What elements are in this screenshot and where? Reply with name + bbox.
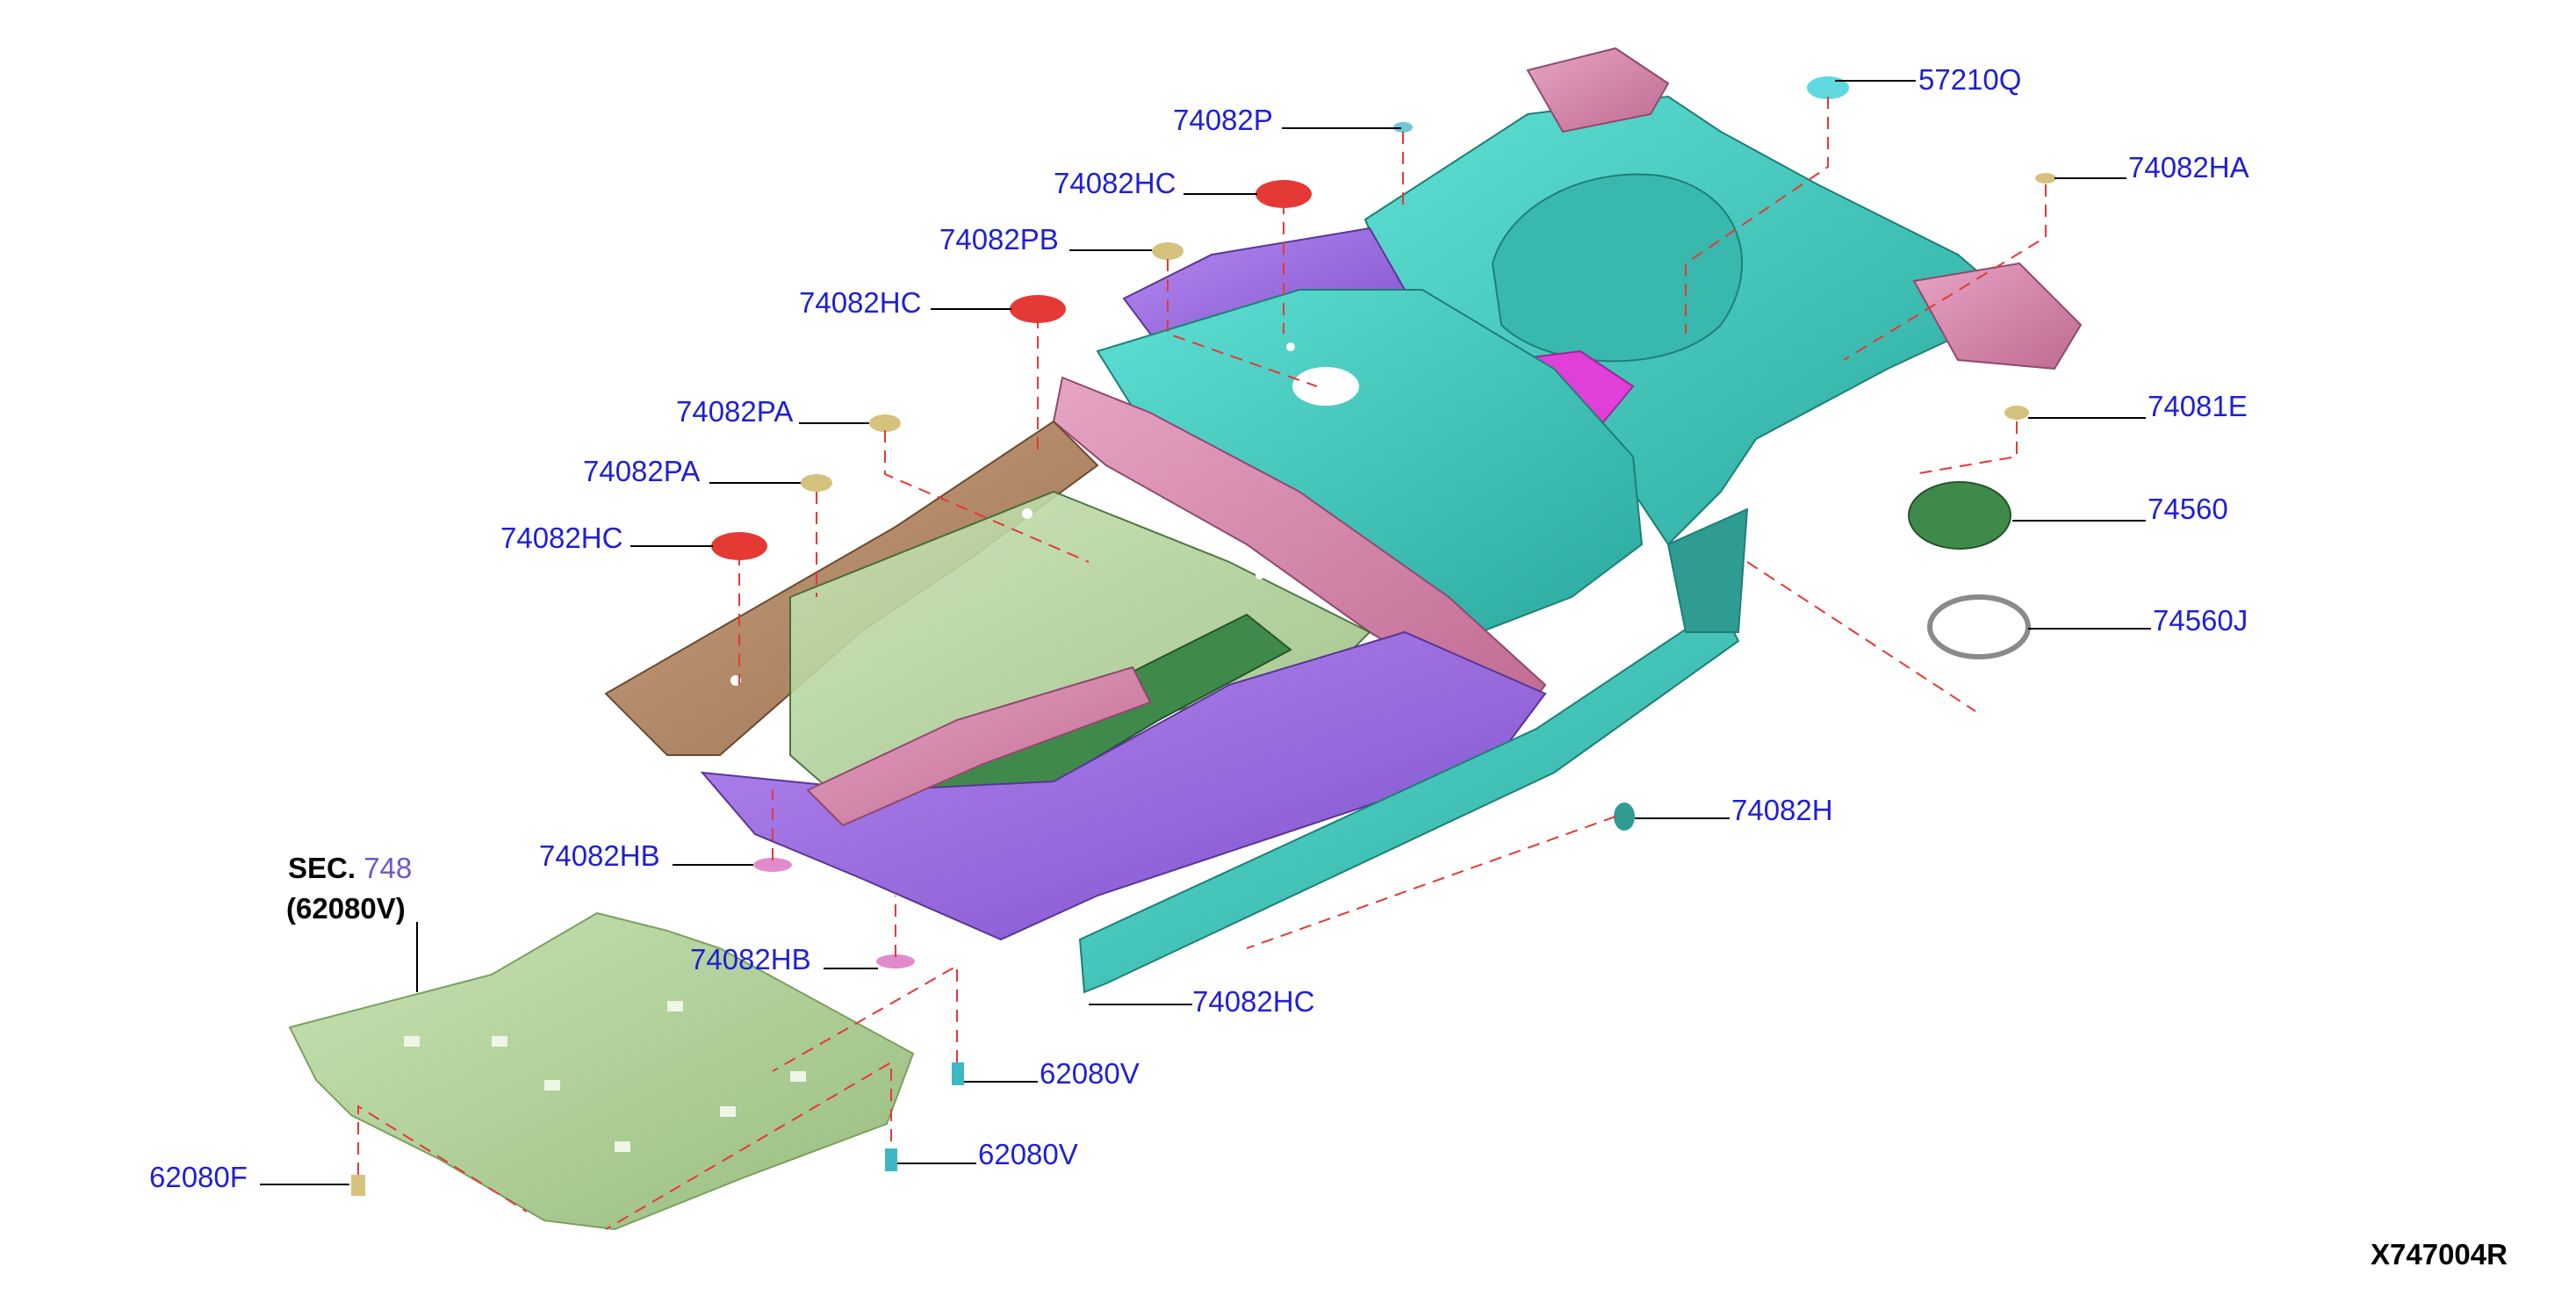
- part-label-74082pa-1: 74082PA: [676, 395, 794, 428]
- part-label-74082hb-1: 74082HB: [539, 839, 660, 872]
- plug-74082hb-b: [876, 954, 915, 968]
- part-label-74082p: 74082P: [1173, 104, 1273, 136]
- grommet-74082h: [1614, 803, 1635, 831]
- side-sill: [1078, 604, 1740, 994]
- section-ref: SEC. 748: [288, 853, 412, 882]
- under-cover-holes: [404, 1001, 806, 1152]
- plug-parts: [351, 76, 2056, 1196]
- rear-side-bracket: [1912, 262, 2083, 371]
- part-label-74082hb-2: 74082HB: [690, 943, 811, 975]
- cover-74560: [1908, 481, 2011, 550]
- floor-panel-assembly: [604, 47, 2083, 994]
- section-prefix: SEC.: [288, 852, 356, 884]
- plug-74082pa-b: [801, 474, 832, 492]
- plug-74082p: [1393, 122, 1413, 133]
- plug-74082hc-c: [711, 532, 767, 560]
- clip-57210q: [1807, 76, 1849, 99]
- part-label-57210q: 57210Q: [1918, 63, 2022, 96]
- installation-lines: [357, 97, 2047, 1230]
- part-label-74082ha: 74082HA: [2128, 151, 2249, 184]
- plug-74082pb: [1152, 242, 1184, 260]
- part-label-74082hc-3: 74082HC: [500, 522, 623, 554]
- clip-62080f: [351, 1175, 365, 1196]
- part-label-74560j: 74560J: [2153, 604, 2249, 637]
- plug-74082ha: [2035, 173, 2056, 184]
- plug-74082pa-a: [869, 414, 901, 432]
- part-label-62080v-2: 62080V: [978, 1138, 1078, 1170]
- leader-lines: [260, 80, 2151, 1185]
- section-part-number: (62080V): [286, 892, 406, 925]
- plug-74082hb-a: [753, 858, 792, 872]
- part-label-74082pa-2: 74082PA: [583, 455, 701, 487]
- part-label-62080f: 62080F: [149, 1161, 248, 1193]
- part-label-74081e: 74081E: [2148, 390, 2248, 422]
- plug-74081e: [2004, 406, 2029, 420]
- part-label-74082pb: 74082PB: [939, 223, 1059, 256]
- rear-sill: [1666, 508, 1749, 633]
- part-label-74082hc-2: 74082HC: [799, 286, 922, 319]
- ring-74560j: [1927, 594, 2031, 659]
- plug-74082hc-a: [1256, 180, 1312, 208]
- part-label-74082hc-4: 74082HC: [1192, 985, 1315, 1018]
- front-crossmember: [806, 666, 1152, 827]
- part-label-62080v-1: 62080V: [1040, 1057, 1140, 1090]
- rear-corner-bracket: [1526, 47, 1670, 133]
- drawing-id: X747004R: [2371, 1238, 2508, 1271]
- floor-hole: [1292, 367, 1359, 406]
- part-label-74082hc-1: 74082HC: [1054, 167, 1176, 199]
- clip-62080v-a: [952, 1062, 964, 1085]
- clip-62080v-b: [885, 1148, 897, 1171]
- plug-74082hc-b: [1010, 295, 1066, 323]
- section-number-link[interactable]: 748: [363, 852, 413, 884]
- floor-under-cover: [288, 911, 915, 1231]
- part-label-74560: 74560: [2148, 493, 2228, 525]
- part-label-74082h: 74082H: [1731, 794, 1833, 826]
